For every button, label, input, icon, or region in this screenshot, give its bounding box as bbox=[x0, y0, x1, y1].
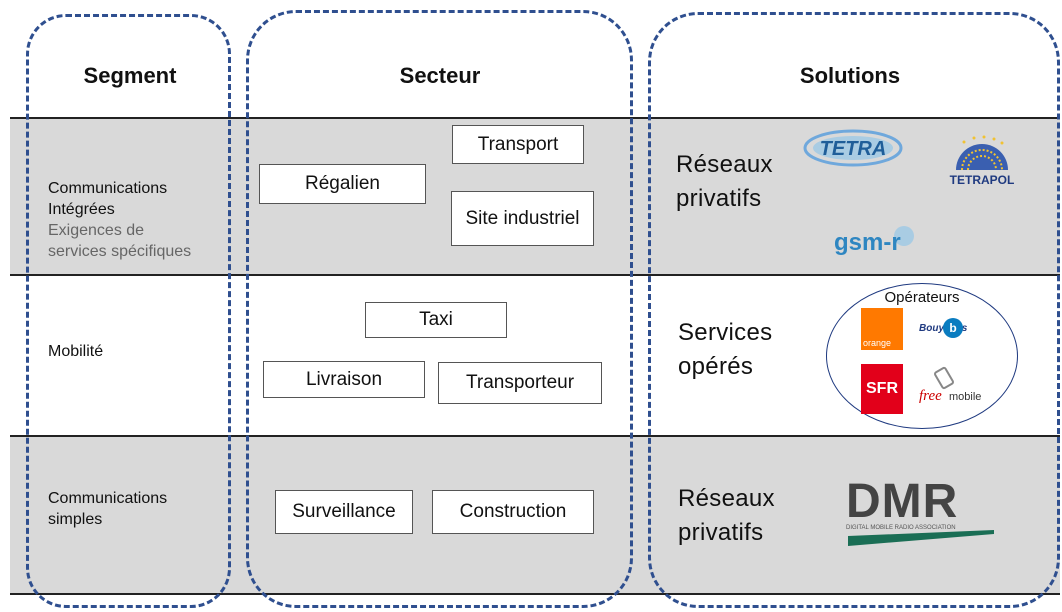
segment-line: Communications bbox=[48, 490, 168, 507]
sector-box-transporteur: Transporteur bbox=[438, 362, 602, 404]
segment-line: Mobilité bbox=[48, 343, 104, 360]
free-logo: free mobile bbox=[919, 365, 999, 408]
sector-box-transport: Transport bbox=[452, 125, 584, 164]
sector-box-surveillance: Surveillance bbox=[275, 490, 413, 534]
sfr-logo-text: SFR bbox=[866, 380, 898, 397]
sfr-logo: SFR bbox=[861, 364, 903, 414]
divider-line bbox=[10, 435, 1060, 437]
divider-line bbox=[10, 117, 1060, 119]
bouygues-b-icon: b bbox=[943, 318, 963, 338]
segment-line: simples bbox=[48, 511, 103, 528]
free-logo-text: free bbox=[919, 388, 942, 404]
sector-box-site-industriel: Site industriel bbox=[451, 191, 594, 246]
operators-title: Opérateurs bbox=[884, 289, 960, 306]
segment-sub-line: services spécifiques bbox=[48, 243, 192, 260]
solutions-header: Solutions bbox=[799, 63, 901, 88]
segment-row-3: Communications simples bbox=[48, 488, 167, 530]
secteur-header: Secteur bbox=[399, 63, 481, 88]
solution-line: opérés bbox=[678, 353, 754, 380]
solution-line: Réseaux bbox=[678, 485, 775, 512]
tetrapol-logo-text: TETRAPOL bbox=[950, 173, 1015, 187]
solution-row-1: Réseaux privatifs bbox=[676, 148, 773, 216]
divider-line bbox=[10, 593, 1060, 595]
solution-line: Services bbox=[678, 319, 773, 346]
orange-logo-text: orange bbox=[863, 338, 892, 348]
segment-line: Communications bbox=[48, 180, 168, 197]
orange-logo: orange bbox=[861, 308, 903, 350]
bouygues-logo: Bouygues b bbox=[919, 318, 967, 346]
divider-line bbox=[10, 274, 1060, 276]
tetra-logo: TETRA bbox=[803, 129, 903, 167]
gsmr-logo-text: gsm-r bbox=[834, 229, 901, 256]
dmr-tagline: DIGITAL MOBILE RADIO ASSOCIATION bbox=[846, 525, 956, 531]
solution-line: Réseaux bbox=[676, 151, 773, 178]
free-phone-icon bbox=[932, 365, 956, 391]
segment-header: Segment bbox=[83, 63, 177, 88]
segment-row-2: Mobilité bbox=[48, 341, 103, 362]
sector-box-regalien: Régalien bbox=[259, 164, 426, 204]
operators-ellipse: Opérateurs orange Bouygues b SFR free mo… bbox=[826, 283, 1018, 429]
secteur-column bbox=[246, 10, 633, 608]
dmr-swoosh bbox=[848, 530, 994, 546]
sector-box-construction: Construction bbox=[432, 490, 594, 534]
segment-line: Intégrées bbox=[48, 201, 115, 218]
sector-box-livraison: Livraison bbox=[263, 361, 425, 398]
solutions-column bbox=[648, 12, 1060, 608]
solution-line: privatifs bbox=[676, 185, 762, 212]
dmr-logo-text: DMR bbox=[846, 475, 959, 528]
segment-row-1: Communications Intégrées Exigences de se… bbox=[48, 178, 191, 262]
segment-sub-line: Exigences de bbox=[48, 222, 145, 239]
sector-box-taxi: Taxi bbox=[365, 302, 507, 338]
tetra-logo-text: TETRA bbox=[820, 138, 887, 160]
tetrapol-logo: TETRAPOL bbox=[950, 135, 1015, 187]
gsmr-logo: gsm-r bbox=[834, 226, 914, 256]
segment-column bbox=[26, 14, 231, 608]
solution-line: privatifs bbox=[678, 519, 764, 546]
dmr-logo: DMR DIGITAL MOBILE RADIO ASSOCIATION bbox=[846, 475, 996, 550]
solution-row-3: Réseaux privatifs bbox=[678, 482, 775, 550]
solution-row-2: Services opérés bbox=[678, 316, 772, 384]
free-logo-suffix: mobile bbox=[949, 391, 982, 403]
